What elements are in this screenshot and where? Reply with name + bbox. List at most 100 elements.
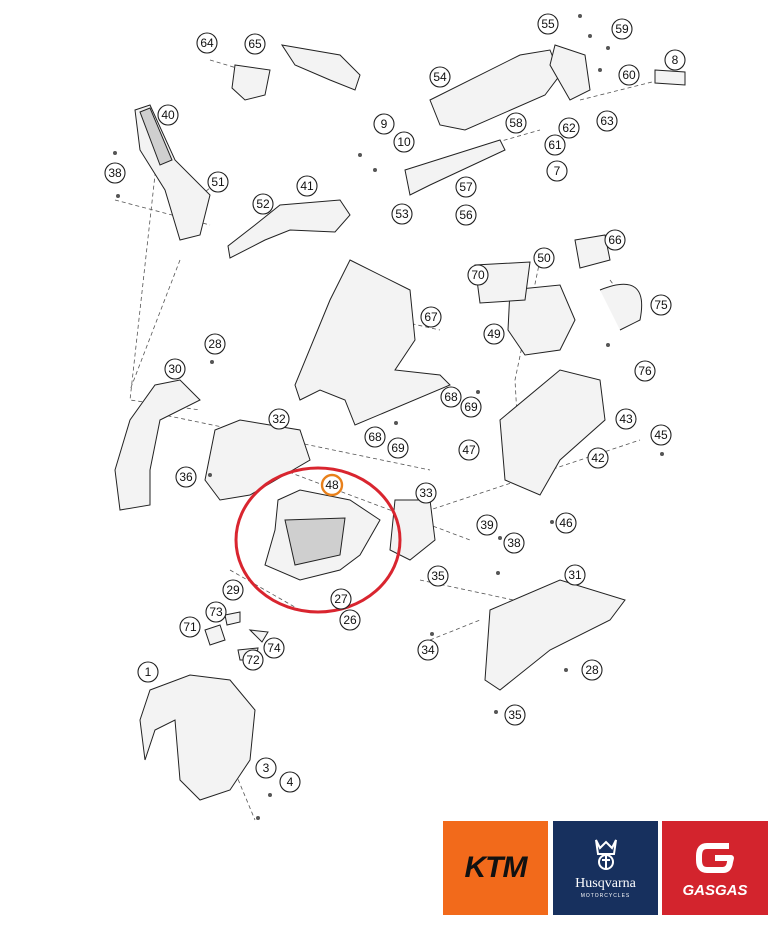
- callout-35a[interactable]: 35: [427, 565, 449, 587]
- callout-69b[interactable]: 69: [387, 437, 409, 459]
- callout-73[interactable]: 73: [205, 601, 227, 623]
- callout-59[interactable]: 59: [611, 18, 633, 40]
- callout-69a[interactable]: 69: [460, 396, 482, 418]
- callout-30[interactable]: 30: [164, 358, 186, 380]
- callout-label: 3: [263, 761, 270, 775]
- callout-70[interactable]: 70: [467, 264, 489, 286]
- callout-label: 68: [368, 430, 382, 444]
- callout-10[interactable]: 10: [393, 131, 415, 153]
- callout-43[interactable]: 43: [615, 408, 637, 430]
- callout-36[interactable]: 36: [175, 466, 197, 488]
- callout-31[interactable]: 31: [564, 564, 586, 586]
- callout-34[interactable]: 34: [417, 639, 439, 661]
- callout-68b[interactable]: 68: [364, 426, 386, 448]
- callout-72[interactable]: 72: [242, 649, 264, 671]
- callout-label: 10: [397, 135, 411, 149]
- callout-28b[interactable]: 28: [581, 659, 603, 681]
- callout-label: 1: [145, 665, 152, 679]
- callout-40[interactable]: 40: [157, 104, 179, 126]
- husqvarna-subtitle: MOTORCYCLES: [580, 892, 631, 899]
- callout-76[interactable]: 76: [634, 360, 656, 382]
- callout-68a[interactable]: 68: [440, 386, 462, 408]
- callout-26[interactable]: 26: [339, 609, 361, 631]
- callout-label: 47: [462, 443, 476, 457]
- callout-38b[interactable]: 38: [503, 532, 525, 554]
- callout-label: 62: [562, 121, 576, 135]
- callout-label: 69: [391, 441, 405, 455]
- callout-54[interactable]: 54: [429, 66, 451, 88]
- callout-label: 53: [395, 207, 409, 221]
- callout-65[interactable]: 65: [244, 33, 266, 55]
- callout-49[interactable]: 49: [483, 323, 505, 345]
- callout-50[interactable]: 50: [533, 247, 555, 269]
- callout-47[interactable]: 47: [458, 439, 480, 461]
- callout-74[interactable]: 74: [263, 637, 285, 659]
- callout-label: 28: [585, 663, 599, 677]
- gasgas-wordmark: GASGAS: [682, 881, 748, 899]
- callout-71[interactable]: 71: [179, 616, 201, 638]
- callout-39[interactable]: 39: [476, 514, 498, 536]
- callout-1[interactable]: 1: [137, 661, 159, 683]
- callout-32[interactable]: 32: [268, 408, 290, 430]
- callout-55[interactable]: 55: [537, 13, 559, 35]
- callout-53[interactable]: 53: [391, 203, 413, 225]
- callout-38a[interactable]: 38: [104, 162, 126, 184]
- callout-60[interactable]: 60: [618, 64, 640, 86]
- callout-3[interactable]: 3: [255, 757, 277, 779]
- callout-45[interactable]: 45: [650, 424, 672, 446]
- callout-7[interactable]: 7: [546, 160, 568, 182]
- husqvarna-logo[interactable]: Husqvarna MOTORCYCLES: [553, 821, 658, 915]
- callout-label: 36: [179, 470, 193, 484]
- callout-56[interactable]: 56: [455, 204, 477, 226]
- callout-35b[interactable]: 35: [504, 704, 526, 726]
- callout-29[interactable]: 29: [222, 579, 244, 601]
- callout-label: 30: [168, 362, 182, 376]
- callout-label: 41: [300, 179, 314, 193]
- ktm-logo[interactable]: KTM: [443, 821, 548, 915]
- callout-4[interactable]: 4: [279, 771, 301, 793]
- callout-label: 72: [246, 653, 260, 667]
- callout-label: 33: [419, 486, 433, 500]
- callout-75[interactable]: 75: [650, 294, 672, 316]
- callout-41[interactable]: 41: [296, 175, 318, 197]
- callout-51[interactable]: 51: [207, 171, 229, 193]
- callout-label: 59: [615, 22, 629, 36]
- callout-label: 31: [568, 568, 582, 582]
- callout-label: 9: [381, 117, 388, 131]
- callout-58[interactable]: 58: [505, 112, 527, 134]
- callout-33[interactable]: 33: [415, 482, 437, 504]
- gasgas-logo[interactable]: GASGAS: [662, 821, 768, 915]
- callout-66[interactable]: 66: [604, 229, 626, 251]
- husqvarna-crown-icon: [594, 839, 617, 870]
- callout-27[interactable]: 27: [330, 588, 352, 610]
- callout-61[interactable]: 61: [544, 134, 566, 156]
- callout-8[interactable]: 8: [664, 49, 686, 71]
- callout-57[interactable]: 57: [455, 176, 477, 198]
- callout-label: 38: [108, 166, 122, 180]
- side-cover-right: [499, 369, 606, 496]
- ktm-wordmark: KTM: [464, 851, 528, 884]
- callout-label: 74: [267, 641, 281, 655]
- callout-48[interactable]: 48: [320, 473, 344, 497]
- callout-67[interactable]: 67: [420, 306, 442, 328]
- callout-label: 51: [211, 175, 225, 189]
- callout-64[interactable]: 64: [196, 32, 218, 54]
- callout-label: 49: [487, 327, 501, 341]
- callout-label: 48: [325, 478, 339, 492]
- callout-42[interactable]: 42: [587, 447, 609, 469]
- callout-label: 46: [559, 516, 573, 530]
- callout-label: 35: [508, 708, 522, 722]
- callout-9[interactable]: 9: [373, 113, 395, 135]
- callout-label: 63: [600, 114, 614, 128]
- hand-guard: [231, 44, 361, 101]
- callout-62[interactable]: 62: [558, 117, 580, 139]
- callout-52[interactable]: 52: [252, 193, 274, 215]
- callout-label: 42: [591, 451, 605, 465]
- callout-label: 56: [459, 208, 473, 222]
- callout-label: 35: [431, 569, 445, 583]
- callout-label: 66: [608, 233, 622, 247]
- callout-46[interactable]: 46: [555, 512, 577, 534]
- callout-28a[interactable]: 28: [204, 333, 226, 355]
- callout-63[interactable]: 63: [596, 110, 618, 132]
